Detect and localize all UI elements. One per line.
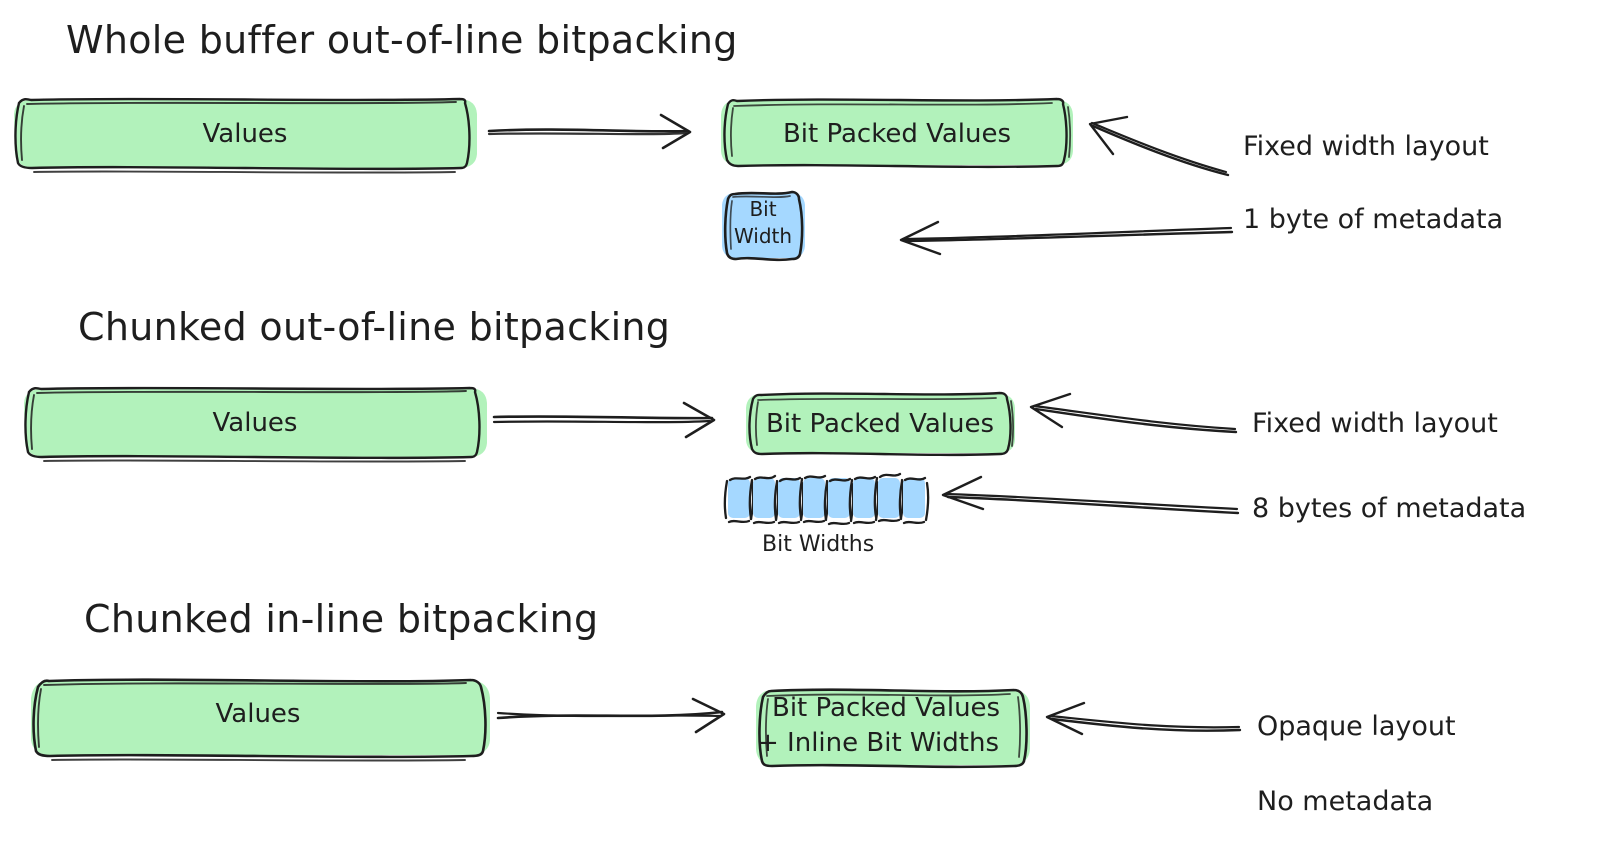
- bit-widths-label-row2: Bit Widths: [762, 532, 874, 557]
- arrow-row2: [492, 401, 716, 439]
- bit-packed-values-box-row1-outline: [723, 97, 1068, 169]
- bit-packed-values-box-row2-label: Bit Packed Values: [766, 409, 994, 439]
- bit-packed-inline-box-row3-outline-2: [765, 693, 1021, 758]
- values-box-row2-outline-2: [30, 390, 467, 463]
- bit-widths-chunks-row2[interactable]: Bit Widths: [723, 472, 930, 557]
- bit-width-box-row1-fill: [722, 193, 805, 258]
- annotation-fixed-width-row1: Fixed width layout: [1243, 131, 1489, 162]
- bit-packed-inline-box-row3-label-line2: + Inline Bit Widths: [757, 728, 999, 758]
- annotation-arrow-fixed-width-row1: [1088, 115, 1230, 177]
- values-box-row3[interactable]: Values: [31, 678, 490, 762]
- arrow-row3: [496, 697, 726, 734]
- annotation-no-metadata-row3: No metadata: [1257, 786, 1433, 817]
- values-box-row1-fill: [14, 99, 477, 168]
- section-whole-buffer: Whole buffer out-of-line bitpacking Valu…: [14, 18, 1503, 262]
- values-box-row2-outline: [24, 386, 481, 460]
- bit-packed-inline-box-row3-label-line1: Bit Packed Values: [772, 693, 1000, 723]
- arrow-row1: [487, 113, 692, 150]
- annotation-metadata-row1: 1 byte of metadata: [1243, 204, 1503, 235]
- bit-width-box-row1-outline-2: [729, 195, 791, 250]
- section-chunked-in-line: Chunked in-line bitpacking Values Bit Pa…: [31, 597, 1456, 817]
- bit-packed-values-box-row2-outline-2: [755, 397, 1014, 447]
- annotation-opaque-layout-row3: Opaque layout: [1257, 711, 1456, 742]
- annotation-arrow-fixed-width-row2: [1029, 392, 1238, 434]
- bit-widths-chunk: [898, 476, 930, 525]
- bit-width-box-row1-outline: [723, 190, 804, 262]
- bit-packed-inline-box-row3[interactable]: Bit Packed Values + Inline Bit Widths: [756, 688, 1030, 769]
- values-box-row3-outline: [32, 678, 487, 759]
- annotation-arrow-opaque-row3: [1045, 701, 1242, 736]
- bit-packed-values-box-row2-outline: [748, 391, 1012, 457]
- bit-packed-values-box-row1-outline-2: [730, 102, 1071, 158]
- bit-packed-values-box-row1[interactable]: Bit Packed Values: [721, 97, 1073, 169]
- bit-packed-values-box-row2[interactable]: Bit Packed Values: [746, 391, 1015, 457]
- values-box-row2-label: Values: [213, 408, 298, 438]
- values-box-row1-label: Values: [203, 119, 288, 149]
- annotation-arrow-metadata-row1: [899, 220, 1234, 256]
- values-box-row1[interactable]: Values: [14, 97, 477, 174]
- values-box-row3-outline-2: [37, 682, 467, 762]
- values-box-row2-fill: [24, 388, 487, 457]
- section-title-whole-buffer: Whole buffer out-of-line bitpacking: [66, 18, 738, 62]
- section-title-chunked-out-of-line: Chunked out-of-line bitpacking: [78, 305, 670, 349]
- bit-packed-values-box-row1-label: Bit Packed Values: [783, 119, 1011, 149]
- bit-packed-values-box-row1-fill: [721, 100, 1073, 165]
- bit-width-box-row1-label-line2: Width: [734, 224, 792, 248]
- values-box-row3-label: Values: [216, 699, 301, 729]
- values-box-row2[interactable]: Values: [24, 386, 487, 463]
- annotation-fixed-width-row2: Fixed width layout: [1252, 408, 1498, 439]
- values-box-row1-outline: [14, 97, 471, 171]
- annotation-metadata-row2: 8 bytes of metadata: [1252, 493, 1526, 524]
- bit-packed-values-box-row2-fill: [746, 394, 1015, 453]
- values-box-row1-outline-2: [20, 101, 457, 174]
- values-box-row3-fill: [31, 680, 490, 755]
- bit-packed-inline-box-row3-fill: [756, 690, 1030, 765]
- bit-width-box-row1-label-line1: Bit: [749, 197, 776, 221]
- bit-width-box-row1[interactable]: Bit Width: [722, 190, 805, 262]
- bit-packed-inline-box-row3-outline: [758, 688, 1028, 769]
- annotation-arrow-metadata-row2: [941, 475, 1240, 515]
- section-chunked-out-of-line: Chunked out-of-line bitpacking Values Bi…: [24, 305, 1526, 557]
- section-title-chunked-in-line: Chunked in-line bitpacking: [84, 597, 598, 641]
